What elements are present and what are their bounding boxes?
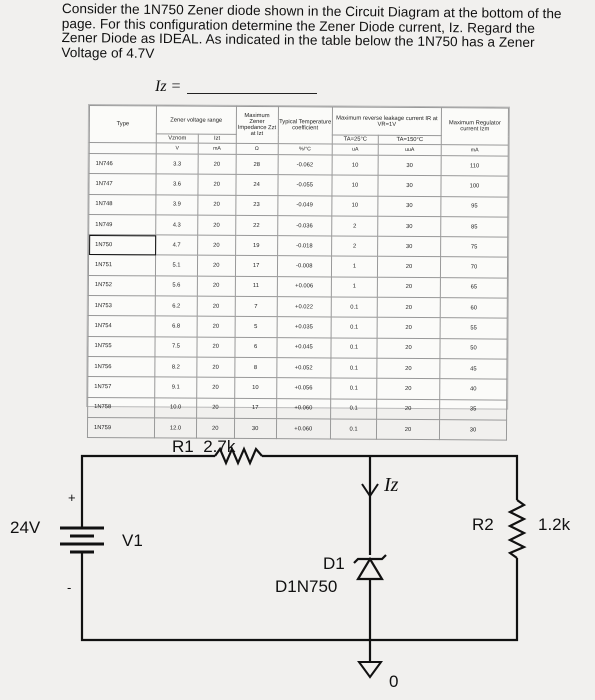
r1-resistor-icon — [214, 446, 263, 466]
ground-label: 0 — [389, 672, 399, 691]
minus-label: - — [67, 580, 72, 595]
current-label: Iz — [384, 474, 399, 496]
zener-diode-icon — [353, 554, 387, 581]
diode-name-label: D1 — [323, 554, 345, 573]
wire-top-left — [80, 454, 215, 484]
battery-icon — [60, 484, 104, 572]
answer-label: Iz = — [155, 78, 182, 95]
answer-line: Iz = — [155, 78, 318, 96]
plus-label: + — [68, 490, 76, 505]
r2-name-label: R2 — [472, 515, 494, 534]
answer-blank — [187, 93, 318, 94]
current-arrow-icon — [361, 466, 379, 498]
source-voltage-label: 24V — [10, 518, 41, 537]
source-name-label: V1 — [122, 531, 143, 550]
ground-icon — [357, 661, 383, 679]
r1-label: R1 2.7k — [172, 437, 236, 456]
r2-value-label: 1.2k — [538, 515, 571, 534]
wire-top-right — [262, 454, 519, 500]
r2-resistor-icon — [507, 499, 527, 559]
diode-model-label: D1N750 — [275, 577, 338, 596]
wire-bottom — [80, 558, 519, 642]
